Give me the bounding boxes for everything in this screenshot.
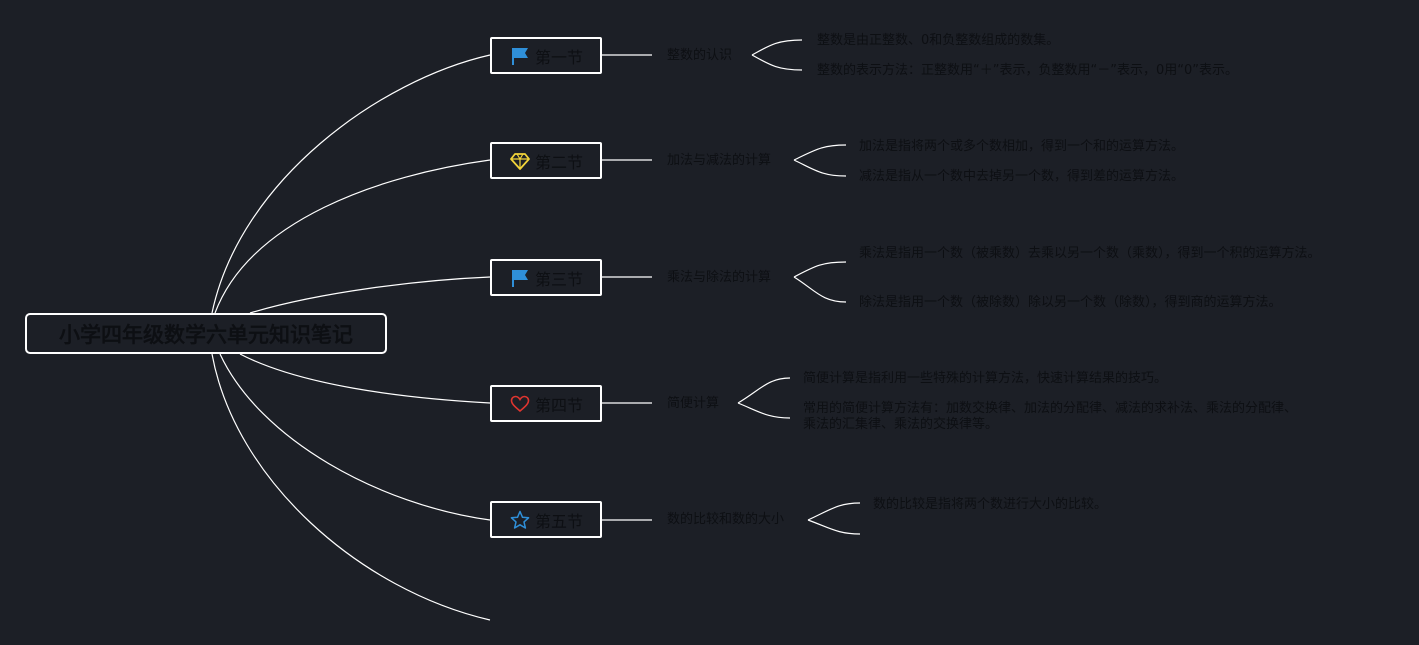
root-link-1: [211, 54, 491, 314]
topic-leaf-link-1a: [751, 39, 803, 56]
section-label: 第一节: [534, 47, 583, 67]
root-link-6: [211, 353, 491, 621]
topic-leaf-link-5b: [807, 519, 861, 535]
section-node-4[interactable]: 第四节: [490, 385, 602, 422]
leaf-note-5-1[interactable]: 数的比较是指将两个数进行大小的比较。: [873, 497, 1108, 512]
star-icon: [509, 509, 531, 531]
leaf-note-3-2[interactable]: 除法是指用一个数（被除数）除以另一个数（除数），得到商的运算方法。: [859, 295, 1282, 310]
topic-leaf-link-4a: [737, 377, 791, 404]
topic-node-3[interactable]: 乘法与除法的计算: [667, 270, 772, 285]
flag-icon: [509, 45, 531, 67]
section-node-1[interactable]: 第一节: [490, 37, 602, 74]
topic-leaf-link-3a: [793, 261, 847, 278]
leaf-note-4-2[interactable]: 常用的简便计算方法有：加数交换律、加法的分配律、减法的求补法、乘法的分配律、乘法…: [803, 401, 1298, 432]
root-link-2: [214, 159, 491, 314]
topic-node-4[interactable]: 简便计算: [667, 396, 720, 411]
heart-icon: [509, 393, 531, 415]
topic-leaf-link-5a: [807, 502, 861, 521]
topic-leaf-link-1b: [751, 54, 803, 71]
root-topic[interactable]: 小学四年级数学六单元知识笔记: [25, 313, 387, 354]
topic-leaf-link-3b: [793, 276, 847, 303]
section-label: 第三节: [534, 269, 583, 289]
section-node-3[interactable]: 第三节: [490, 259, 602, 296]
root-link-5: [219, 353, 491, 521]
section-label: 第四节: [534, 395, 583, 415]
topic-node-5[interactable]: 数的比较和数的大小: [667, 512, 785, 527]
flag-icon: [509, 267, 531, 289]
leaf-note-3-1[interactable]: 乘法是指用一个数（被乘数）去乘以另一个数（乘数），得到一个积的运算方法。: [859, 246, 1321, 261]
leaf-note-4-1[interactable]: 简便计算是指利用一些特殊的计算方法，快速计算结果的技巧。: [803, 371, 1168, 386]
topic-leaf-link-2a: [793, 144, 847, 161]
topic-leaf-link-4b: [737, 402, 791, 419]
section-label: 第五节: [534, 511, 583, 531]
leaf-note-2-2[interactable]: 减法是指从一个数中去掉另一个数，得到差的运算方法。: [859, 169, 1185, 184]
topic-node-2[interactable]: 加法与减法的计算: [667, 153, 772, 168]
section-node-5[interactable]: 第五节: [490, 501, 602, 538]
leaf-note-1-1[interactable]: 整数是由正整数、0和负整数组成的数集。: [817, 33, 1060, 48]
section-label: 第二节: [534, 152, 583, 172]
leaf-note-2-1[interactable]: 加法是指将两个或多个数相加，得到一个和的运算方法。: [859, 139, 1185, 154]
diamond-icon: [509, 150, 531, 172]
topic-leaf-link-2b: [793, 159, 847, 177]
root-link-4: [239, 353, 491, 404]
topic-node-1[interactable]: 整数的认识: [667, 48, 733, 63]
root-link-3: [249, 276, 491, 314]
leaf-note-1-2[interactable]: 整数的表示方法：正整数用“＋”表示，负整数用“－”表示，0用“0”表示。: [817, 63, 1238, 78]
section-node-2[interactable]: 第二节: [490, 142, 602, 179]
